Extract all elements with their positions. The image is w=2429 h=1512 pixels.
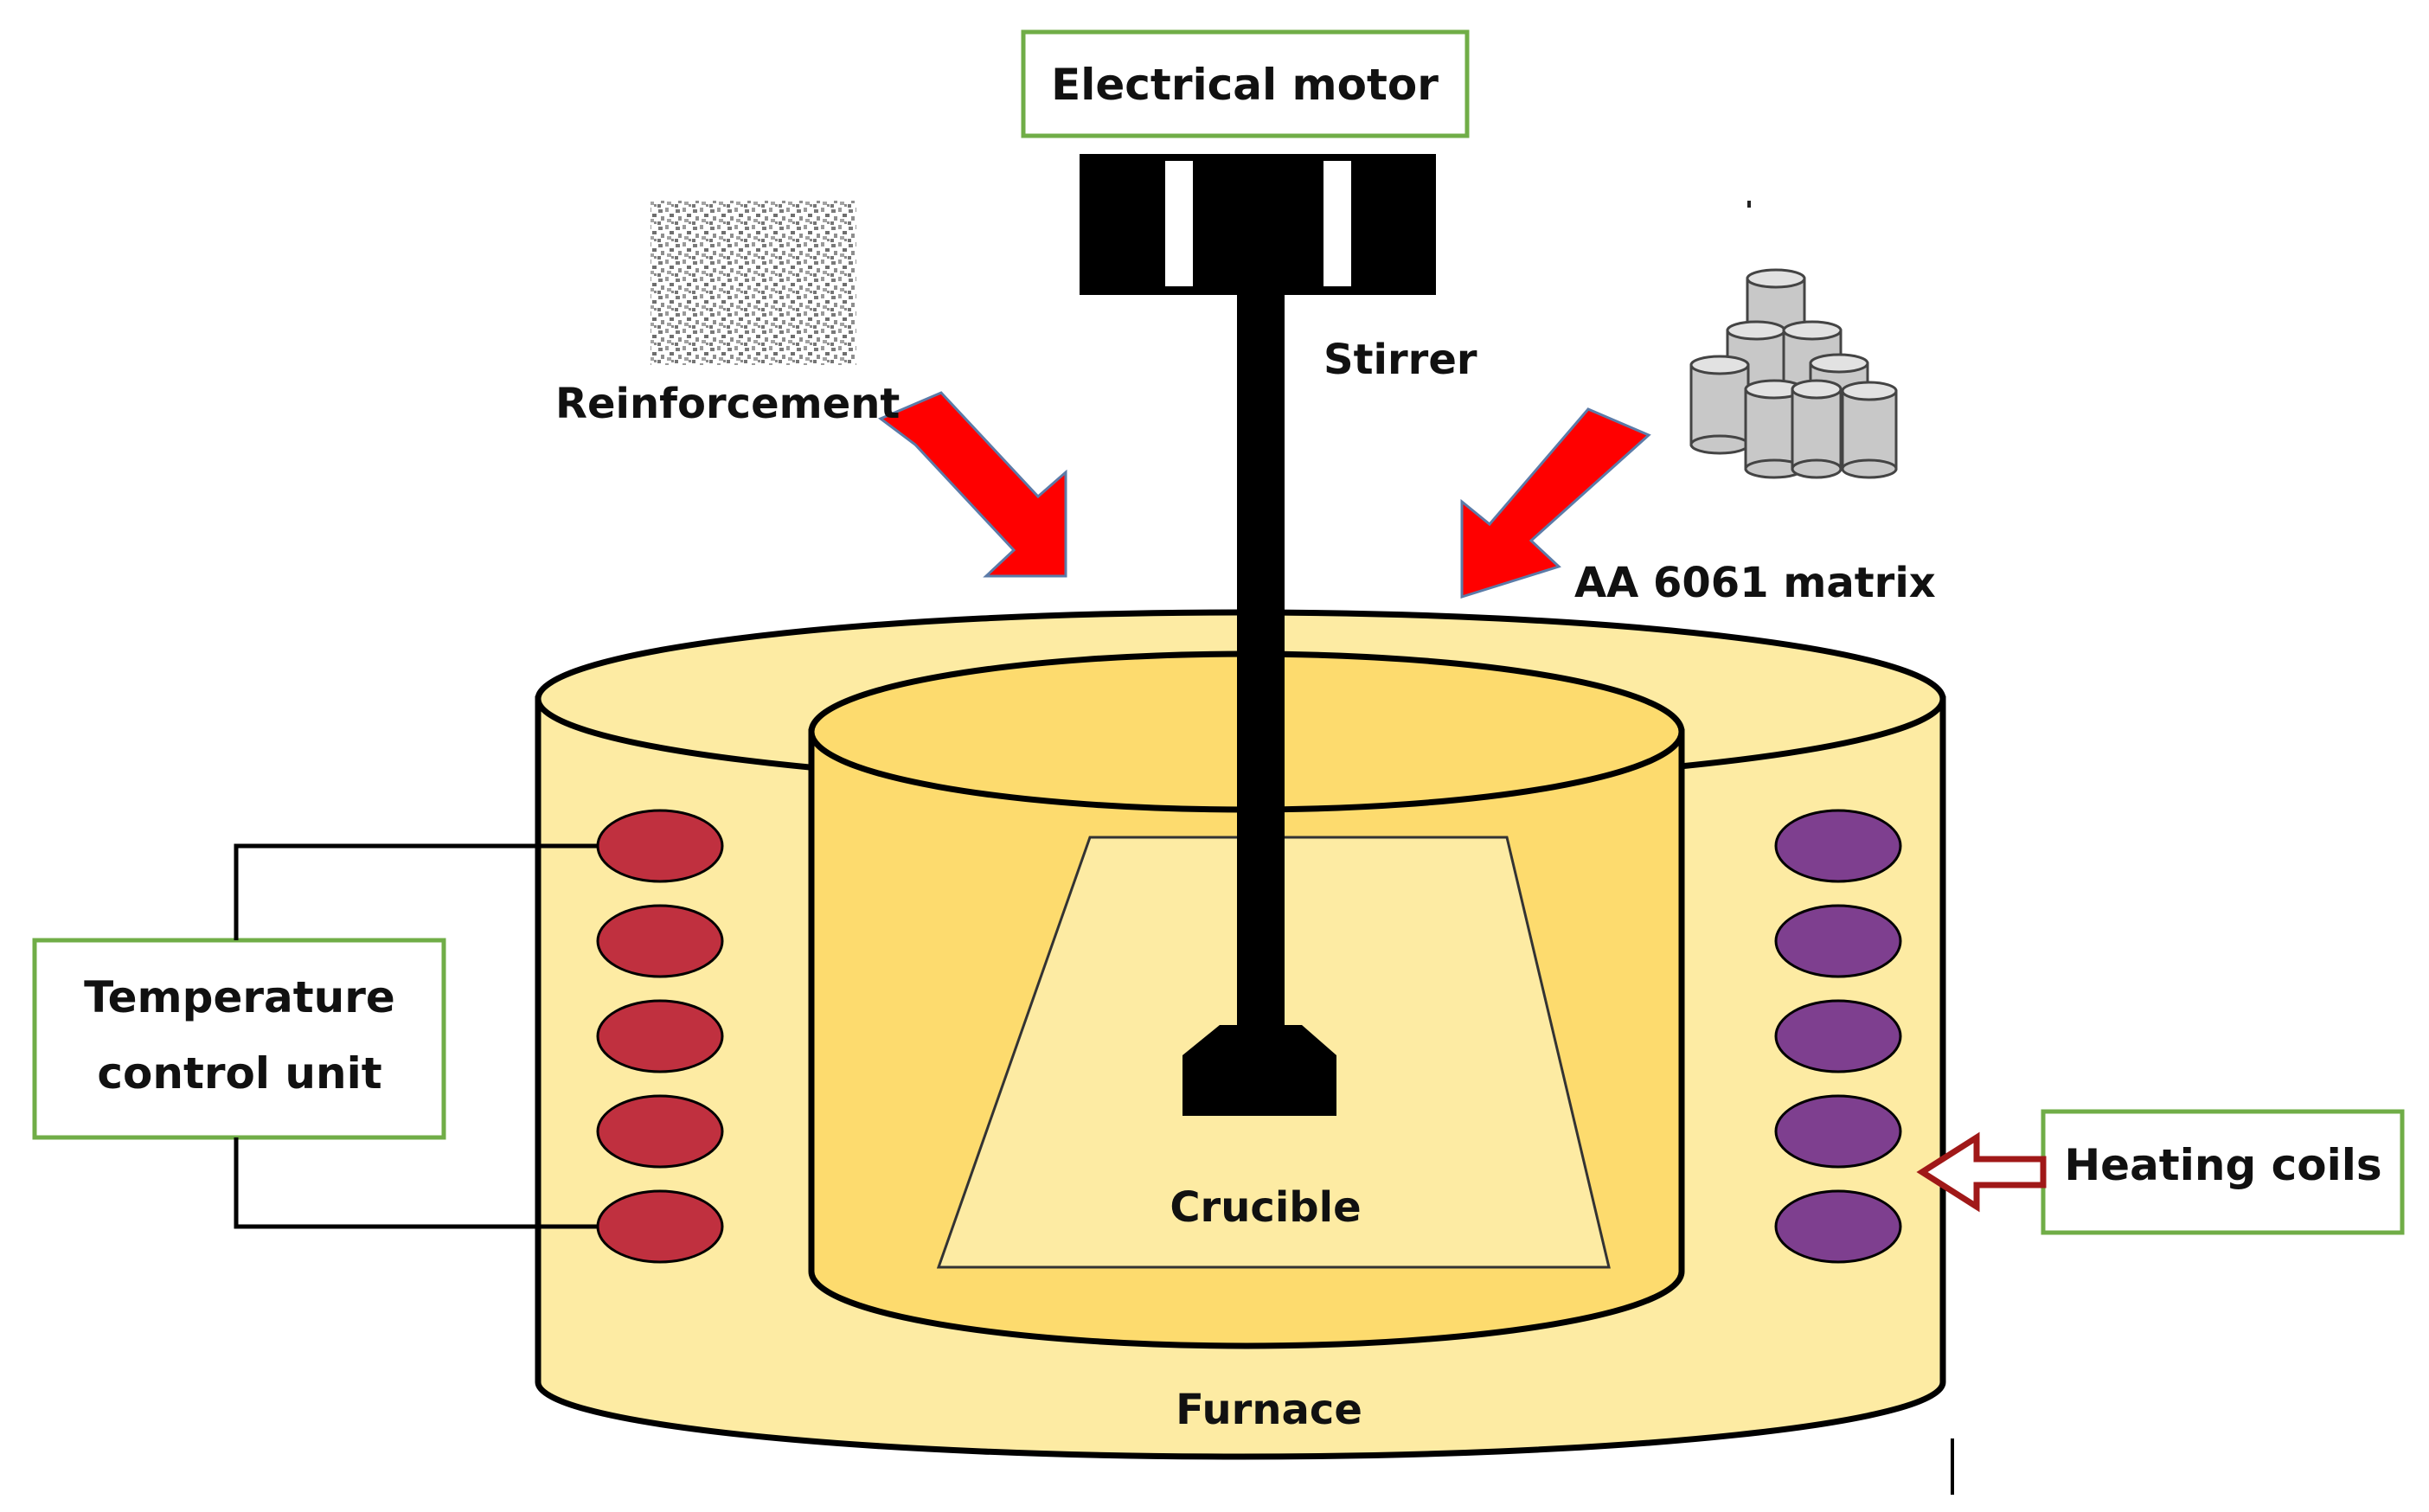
coil-left-4 xyxy=(596,1094,724,1169)
matrix-arrow xyxy=(1460,407,1651,599)
reinforcement-label: Reinforcement xyxy=(555,380,900,428)
coil-left-1 xyxy=(596,809,724,883)
motor-slot-right xyxy=(1323,161,1351,286)
reinforcement-powder xyxy=(651,201,856,365)
coil-right-5 xyxy=(1774,1189,1902,1264)
stray-mark xyxy=(1747,201,1751,208)
matrix-pellets xyxy=(1689,268,1898,479)
stirrer-label: Stirrer xyxy=(1323,336,1477,384)
pellet xyxy=(1841,381,1898,479)
temperature-control-label-line2: control unit xyxy=(97,1048,381,1099)
control-wiring xyxy=(234,843,599,1229)
electrical-motor-label: Electrical motor xyxy=(1051,60,1439,110)
stirrer-blade xyxy=(1182,1025,1336,1116)
coil-right-4 xyxy=(1774,1094,1902,1169)
coil-left-5 xyxy=(596,1189,724,1264)
crucible-label: Crucible xyxy=(1170,1183,1361,1232)
motor-slot-left xyxy=(1165,161,1193,286)
pellet xyxy=(1791,379,1843,479)
stirrer-shaft xyxy=(1237,292,1285,1054)
coils-right xyxy=(1774,809,1902,1264)
matrix-label: AA 6061 matrix xyxy=(1574,559,1936,607)
stirrer xyxy=(1182,292,1336,1116)
coil-right-3 xyxy=(1774,999,1902,1073)
temperature-control-label-line1: Temperature xyxy=(84,972,395,1022)
coil-right-2 xyxy=(1774,904,1902,978)
pellet xyxy=(1689,355,1750,455)
coils-left xyxy=(596,809,724,1264)
electrical-motor-box: Electrical motor xyxy=(1021,29,1470,138)
coil-right-1 xyxy=(1774,809,1902,883)
furnace-label: Furnace xyxy=(1176,1386,1362,1434)
coil-left-3 xyxy=(596,999,724,1073)
reinforcement-arrow xyxy=(878,391,1067,578)
heating-coils-label: Heating coils xyxy=(2064,1140,2381,1190)
heating-coils-box: Heating coils xyxy=(2041,1109,2405,1235)
coil-left-2 xyxy=(596,904,724,978)
temperature-control-box: Temperature control unit xyxy=(32,938,446,1140)
heating-coils-arrow xyxy=(1916,1131,2047,1213)
electrical-motor xyxy=(1080,154,1436,295)
motor-body xyxy=(1080,154,1436,295)
